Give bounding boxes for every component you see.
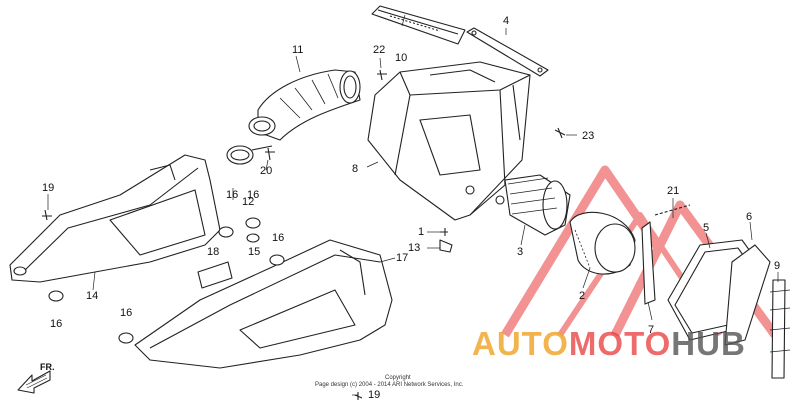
part-11-boot — [248, 69, 361, 141]
part-10-bracket — [371, 5, 466, 45]
part-2-filter — [569, 211, 636, 275]
fr-arrow — [17, 370, 51, 394]
label-part-21: 21 — [667, 185, 680, 197]
label-part-10: 10 — [395, 52, 408, 64]
copyright-line-1: Copyright — [385, 375, 411, 381]
part-4-strap — [466, 27, 549, 77]
label-part-20: 20 — [260, 165, 273, 177]
label-part-9: 9 — [774, 260, 781, 272]
label-part-16-e: 16 — [120, 307, 133, 319]
label-part-14: 14 — [86, 290, 99, 302]
watermark-auto: AUTO — [472, 325, 569, 362]
grommets — [48, 217, 285, 344]
label-part-13: 13 — [408, 242, 421, 254]
leader-lines — [47, 14, 779, 396]
label-part-12: 12 — [242, 196, 255, 208]
label-part-2: 2 — [579, 290, 586, 302]
label-part-23: 23 — [582, 130, 595, 142]
part-17-side-cover — [134, 239, 393, 369]
label-part-16-a: 16 — [226, 189, 239, 201]
watermark-text: AUTOMOTOHUB — [472, 325, 746, 363]
label-part-8: 8 — [352, 163, 359, 175]
part-9-strap — [769, 279, 791, 379]
label-part-5: 5 — [703, 222, 710, 234]
label-part-18: 18 — [207, 246, 220, 258]
part-8-airbox — [367, 61, 531, 221]
label-part-6: 6 — [746, 211, 753, 223]
label-part-16-d: 16 — [50, 318, 63, 330]
label-part-3: 3 — [517, 246, 524, 258]
label-part-19-top: 19 — [42, 182, 55, 194]
part-20-clamp — [226, 145, 273, 165]
label-part-15: 15 — [248, 246, 261, 258]
part-3-holder — [504, 174, 571, 236]
bolts — [42, 69, 566, 400]
label-part-1: 1 — [418, 226, 425, 238]
label-part-17: 17 — [396, 252, 409, 264]
direction-label: FR. — [40, 362, 55, 372]
watermark-hub: HUB — [671, 325, 746, 362]
label-part-11: 11 — [292, 44, 304, 56]
watermark-moto: MOTO — [568, 325, 672, 362]
part-6-panel — [724, 244, 771, 346]
part-18-decal — [197, 261, 233, 289]
label-part-19-bottom: 19 — [368, 389, 381, 401]
label-part-22: 22 — [373, 44, 386, 56]
copyright-line-2: Page design (c) 2004 - 2014 ARI Network … — [315, 382, 464, 388]
part-14-side-cover — [9, 154, 221, 283]
label-part-16-c: 16 — [272, 232, 285, 244]
part-7-clip — [641, 204, 691, 305]
label-part-16-b: 16 — [247, 189, 260, 201]
label-part-4: 4 — [503, 15, 510, 27]
label-part-7: 7 — [648, 324, 655, 336]
